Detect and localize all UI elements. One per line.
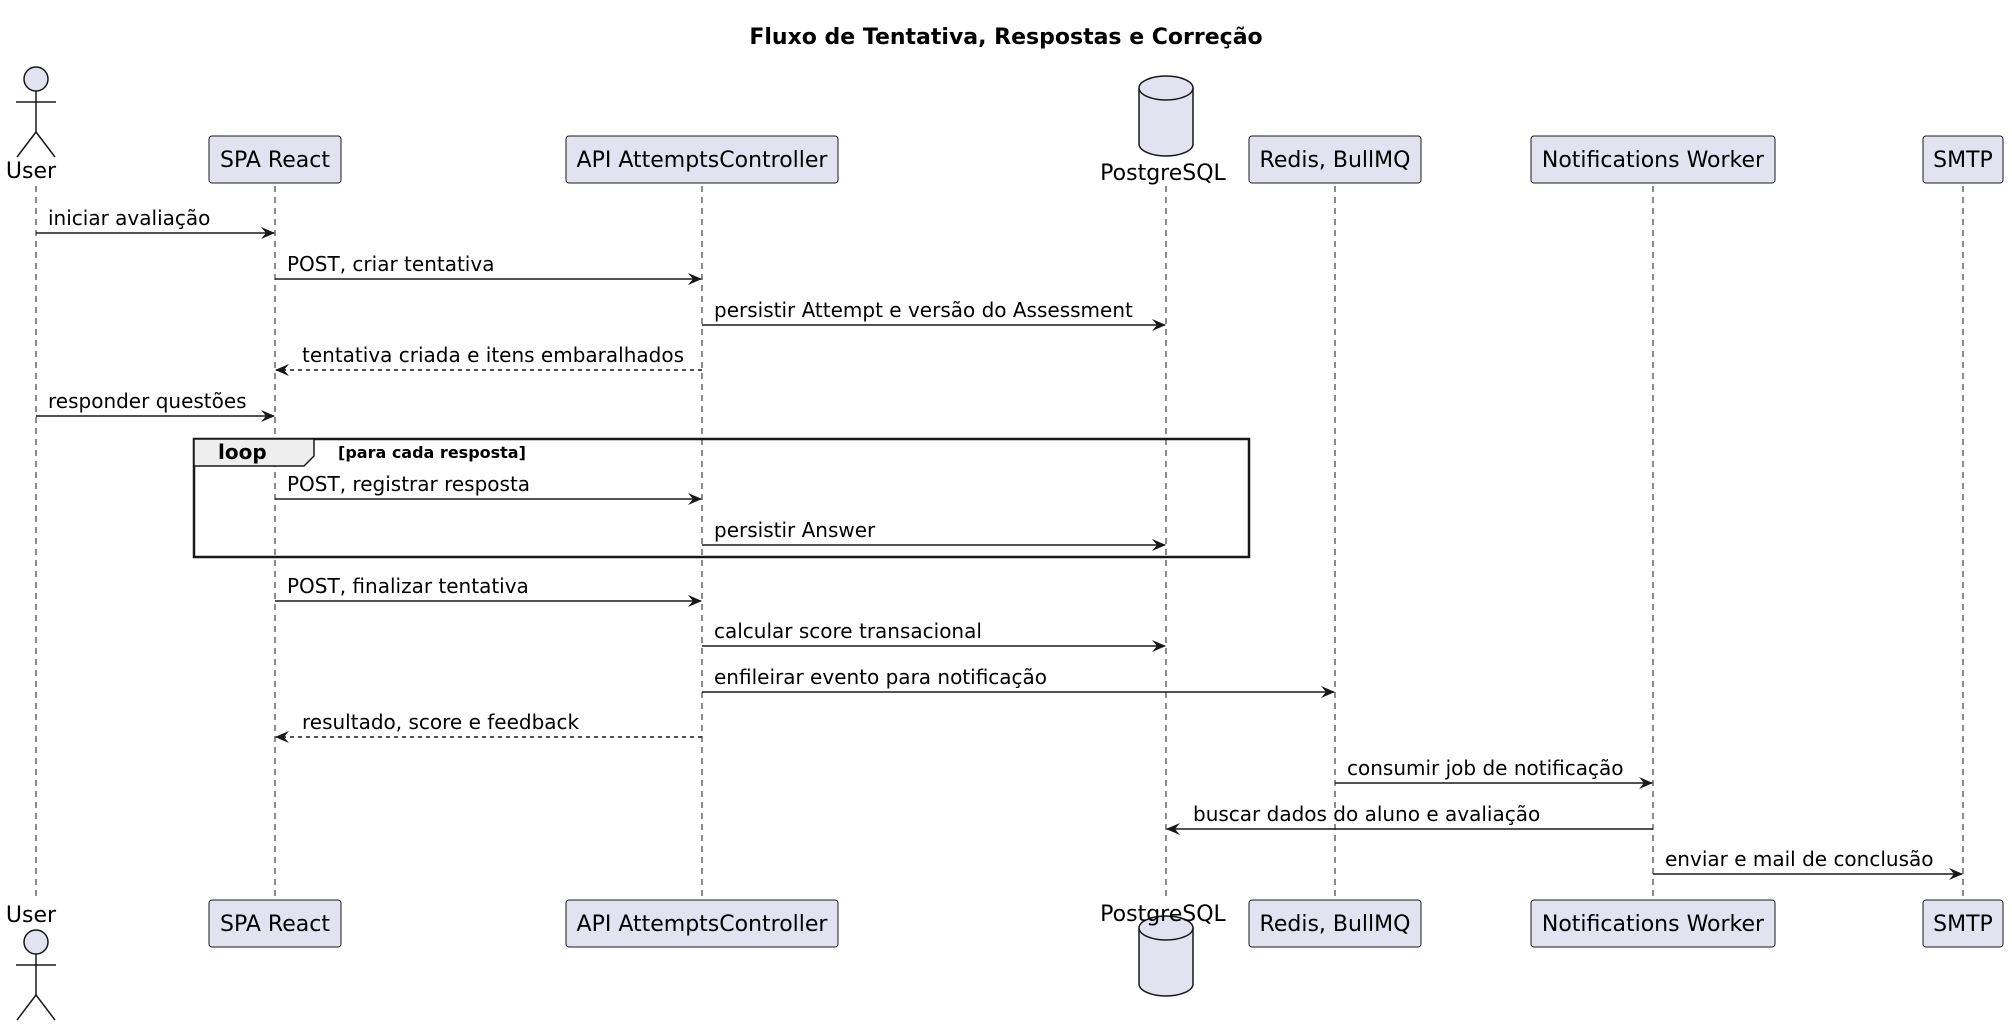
participant-label: PostgreSQL (1100, 902, 1226, 927)
message-label: POST, registrar resposta (287, 472, 530, 496)
message-6: POST, registrar resposta (275, 472, 702, 505)
participant-label: Redis, BullMQ (1260, 912, 1411, 937)
participant-box (208, 899, 342, 948)
participant-spa-bottom: SPA React (208, 899, 342, 948)
participant-label: SMTP (1933, 912, 1993, 937)
database-icon (1138, 75, 1194, 157)
actor-leg-right-icon (35, 131, 56, 158)
participant-worker-bottom: Notifications Worker (1530, 899, 1776, 948)
database-icon (1138, 915, 1194, 997)
participant-pg-bottom: PostgreSQL (1100, 902, 1227, 997)
participant-label: Redis, BullMQ (1260, 148, 1411, 173)
participant-label: Notifications Worker (1542, 912, 1765, 937)
diagram-title: Fluxo de Tentativa, Respostas e Correção (749, 25, 1262, 50)
participant-box (1922, 135, 2004, 184)
participant-label: User (6, 903, 57, 928)
participant-label: SMTP (1933, 148, 1993, 173)
database-rim-icon (1138, 87, 1194, 101)
participant-label: SPA React (220, 912, 330, 937)
message-label: resultado, score e feedback (302, 710, 580, 734)
participant-label: API AttemptsController (577, 912, 829, 937)
actor-head-icon (23, 929, 49, 955)
participant-api-bottom: API AttemptsController (565, 899, 839, 948)
participant-redis-bottom: Redis, BullMQ (1248, 899, 1422, 948)
message-3: persistir Attempt e versão do Assessment (702, 298, 1166, 331)
message-label: consumir job de notificação (1347, 756, 1623, 780)
participant-redis: Redis, BullMQ (1248, 135, 1422, 184)
message-13: buscar dados do aluno e avaliação (1166, 802, 1653, 835)
message-7: persistir Answer (702, 518, 1166, 551)
message-label: POST, criar tentativa (287, 252, 494, 276)
participant-smtp: SMTP (1922, 135, 2004, 184)
message-label: enviar e mail de conclusão (1665, 847, 1934, 871)
participant-worker: Notifications Worker (1530, 135, 1776, 184)
database-rim-icon (1138, 927, 1194, 941)
message-8: POST, finalizar tentativa (275, 574, 702, 607)
message-11: resultado, score e feedback (275, 710, 702, 743)
message-label: tentativa criada e itens embaralhados (302, 343, 684, 367)
message-4: tentativa criada e itens embaralhados (275, 343, 702, 376)
message-10: enfileirar evento para notificação (702, 665, 1335, 698)
participant-box (208, 135, 342, 184)
participant-box (1248, 899, 1422, 948)
message-label: responder questões (48, 389, 247, 413)
participant-box (565, 899, 839, 948)
participant-api: API AttemptsController (565, 135, 839, 184)
participant-spa: SPA React (208, 135, 342, 184)
actor-leg-left-icon (16, 131, 37, 158)
actor-leg-right-icon (35, 994, 56, 1021)
participant-box (1922, 899, 2004, 948)
loop-fragment-tab (193, 438, 315, 467)
participant-box (1530, 899, 1776, 948)
message-label: iniciar avaliação (48, 206, 210, 230)
loop-keyword: loop (218, 440, 267, 464)
message-label: POST, finalizar tentativa (287, 574, 529, 598)
actor-head-icon (23, 66, 49, 92)
message-1: iniciar avaliação (36, 206, 275, 239)
message-12: consumir job de notificação (1335, 756, 1653, 789)
participant-label: API AttemptsController (577, 148, 829, 173)
participant-user-bottom: User (6, 903, 57, 1021)
participant-user: User (6, 66, 57, 184)
participant-label: PostgreSQL (1100, 161, 1226, 186)
participant-smtp-bottom: SMTP (1922, 899, 2004, 948)
message-label: buscar dados do aluno e avaliação (1193, 802, 1540, 826)
message-2: POST, criar tentativa (275, 252, 702, 285)
participant-label: User (6, 159, 57, 184)
participant-pg: PostgreSQL (1100, 75, 1227, 186)
message-label: calcular score transacional (714, 619, 982, 643)
loop-condition: [para cada resposta] (338, 443, 526, 462)
participant-box (1248, 135, 1422, 184)
actor-leg-left-icon (16, 994, 37, 1021)
participant-box (1530, 135, 1776, 184)
message-14: enviar e mail de conclusão (1653, 847, 1963, 880)
participant-label: Notifications Worker (1542, 148, 1765, 173)
participant-box (565, 135, 839, 184)
message-9: calcular score transacional (702, 619, 1166, 652)
message-label: persistir Attempt e versão do Assessment (714, 298, 1133, 322)
loop-fragment (192, 437, 1251, 559)
participant-label: SPA React (220, 148, 330, 173)
message-label: persistir Answer (714, 518, 876, 542)
message-5: responder questões (36, 389, 275, 422)
message-label: enfileirar evento para notificação (714, 665, 1047, 689)
